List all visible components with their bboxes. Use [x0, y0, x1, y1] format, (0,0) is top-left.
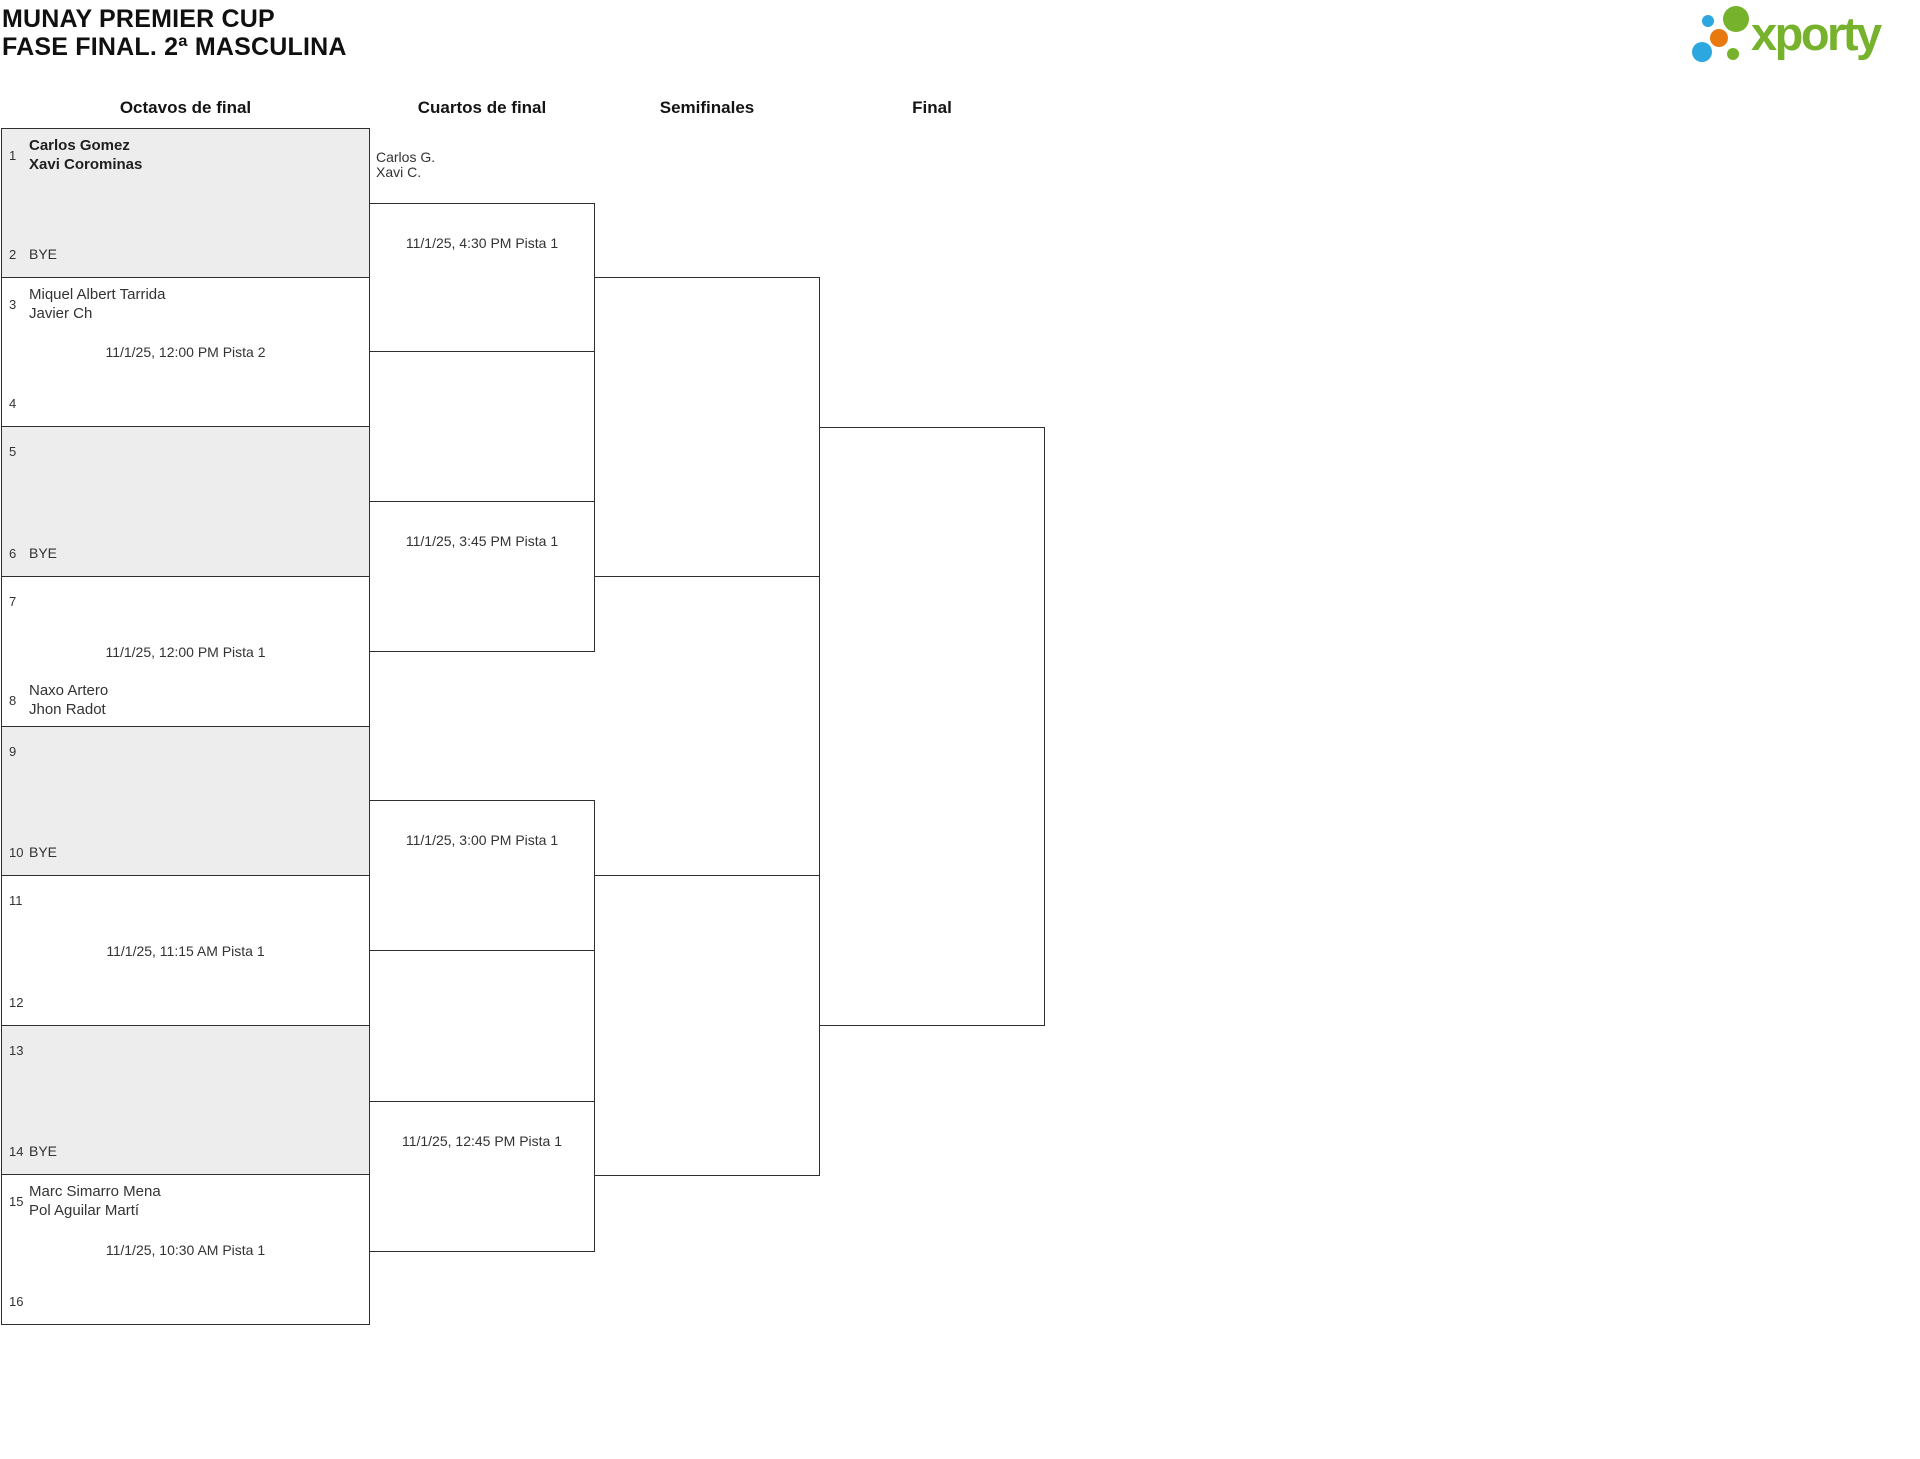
match-box-r16-8[interactable]: 15 Marc Simarro Mena Pol Aguilar Martí 1… — [1, 1174, 370, 1325]
match-box-r16-6[interactable]: 11 11/1/25, 11:15 AM Pista 1 12 — [1, 875, 370, 1026]
bye-label: BYE — [29, 844, 58, 860]
seed-number: 3 — [9, 296, 17, 312]
player-name: Javier Ch — [29, 305, 93, 322]
match-slot-bottom: 16 — [2, 1294, 369, 1309]
match-slot-bottom: 6 BYE — [2, 545, 369, 561]
match-time: 11/1/25, 3:45 PM Pista 1 — [405, 533, 559, 549]
seed-number: 1 — [9, 147, 17, 163]
match-box-r16-1[interactable]: 1 Carlos Gomez Xavi Corominas 2 BYE — [1, 128, 370, 278]
match-box-r16-7[interactable]: 13 14 BYE — [1, 1025, 370, 1175]
match-slot-top: 9 — [2, 744, 369, 759]
tournament-name: MUNAY PREMIER CUP — [2, 5, 275, 33]
bye-label: BYE — [29, 1143, 58, 1159]
team-names: Naxo Artero Jhon Radot — [25, 681, 108, 719]
match-slot-bottom: 2 BYE — [2, 246, 369, 262]
player-name: Pol Aguilar Martí — [29, 1202, 140, 1219]
match-box-qf-1[interactable]: 11/1/25, 4:30 PM Pista 1 — [369, 203, 595, 352]
xporty-logo-text: xporty — [1751, 7, 1882, 60]
match-slot-top: 11 — [2, 893, 369, 908]
player-name: Xavi Corominas — [29, 156, 143, 173]
bye-label: BYE — [29, 246, 58, 262]
xporty-logo[interactable]: xporty — [1691, 3, 1882, 65]
match-box-qf-3[interactable]: 11/1/25, 3:00 PM Pista 1 — [369, 800, 595, 951]
team-names: Marc Simarro Mena Pol Aguilar Martí — [25, 1182, 161, 1220]
round-header-final: Final — [912, 98, 952, 117]
match-box-r16-5[interactable]: 9 10 BYE — [1, 726, 370, 876]
advancing-team-label: Carlos G. Xavi C. — [376, 150, 435, 180]
match-slot-bottom: 14 BYE — [2, 1143, 369, 1159]
match-time: 11/1/25, 3:00 PM Pista 1 — [405, 832, 559, 848]
player-name: Marc Simarro Mena — [29, 1183, 161, 1200]
seed-number: 16 — [9, 1294, 24, 1309]
match-slot-top: 5 — [2, 444, 369, 459]
team-names: Miquel Albert Tarrida Javier Ch — [25, 285, 165, 323]
seed-number: 14 — [9, 1143, 24, 1159]
match-time: 11/1/25, 12:00 PM Pista 1 — [105, 643, 266, 660]
match-time: 11/1/25, 12:00 PM Pista 2 — [105, 344, 266, 360]
match-slot-top: 15 Marc Simarro Mena Pol Aguilar Martí — [2, 1182, 369, 1220]
xporty-logo-dots-icon — [1692, 6, 1749, 62]
match-slot-bottom: 10 BYE — [2, 844, 369, 860]
seed-number: 4 — [9, 396, 17, 411]
round-header-cuartos: Cuartos de final — [417, 98, 547, 117]
seed-number: 12 — [9, 995, 24, 1010]
player-name: Jhon Radot — [29, 701, 106, 718]
seed-number: 9 — [9, 744, 17, 759]
match-slot-bottom: 8 Naxo Artero Jhon Radot — [2, 681, 369, 719]
match-box-r16-3[interactable]: 5 6 BYE — [1, 426, 370, 577]
phase-name: FASE FINAL. 2ª MASCULINA — [2, 33, 347, 61]
seed-number: 8 — [9, 692, 17, 708]
match-time: 11/1/25, 11:15 AM Pista 1 — [106, 942, 265, 959]
match-slot-top: 3 Miquel Albert Tarrida Javier Ch — [2, 285, 369, 323]
match-box-sf-1[interactable] — [594, 277, 820, 577]
player-name: Carlos G. — [376, 149, 436, 165]
match-slot-top: 7 — [2, 594, 369, 609]
player-name: Miquel Albert Tarrida — [29, 286, 166, 303]
match-time: 11/1/25, 10:30 AM Pista 1 — [105, 1241, 266, 1258]
seed-number: 15 — [9, 1193, 24, 1209]
match-time: 11/1/25, 4:30 PM Pista 1 — [405, 235, 559, 251]
player-name: Xavi C. — [376, 164, 422, 180]
round-header-octavos: Octavos de final — [119, 98, 252, 117]
match-box-r16-4[interactable]: 7 11/1/25, 12:00 PM Pista 1 8 Naxo Arter… — [1, 576, 370, 727]
player-name: Naxo Artero — [29, 682, 109, 699]
match-slot-top: 1 Carlos Gomez Xavi Corominas — [2, 136, 369, 174]
seed-number: 7 — [9, 594, 17, 609]
match-slot-bottom: 12 — [2, 995, 369, 1010]
match-box-qf-2[interactable]: 11/1/25, 3:45 PM Pista 1 — [369, 501, 595, 652]
seed-number: 6 — [9, 545, 17, 561]
match-slot-bottom: 4 — [2, 396, 369, 411]
bye-label: BYE — [29, 545, 58, 561]
match-box-qf-4[interactable]: 11/1/25, 12:45 PM Pista 1 — [369, 1101, 595, 1252]
page-title: MUNAY PREMIER CUP FASE FINAL. 2ª MASCULI… — [2, 5, 347, 61]
team-names: Carlos Gomez Xavi Corominas — [25, 136, 142, 174]
match-time: 11/1/25, 12:45 PM Pista 1 — [401, 1133, 563, 1149]
seed-number: 5 — [9, 444, 17, 459]
round-header-semifinales: Semifinales — [659, 98, 755, 117]
seed-number: 10 — [9, 844, 24, 860]
seed-number: 11 — [9, 893, 23, 908]
match-box-r16-2[interactable]: 3 Miquel Albert Tarrida Javier Ch 11/1/2… — [1, 277, 370, 427]
seed-number: 2 — [9, 246, 17, 262]
player-name: Carlos Gomez — [29, 137, 130, 154]
match-box-final[interactable] — [819, 427, 1045, 1026]
match-slot-top: 13 — [2, 1043, 369, 1058]
seed-number: 13 — [9, 1043, 24, 1058]
match-box-sf-2[interactable] — [594, 875, 820, 1176]
